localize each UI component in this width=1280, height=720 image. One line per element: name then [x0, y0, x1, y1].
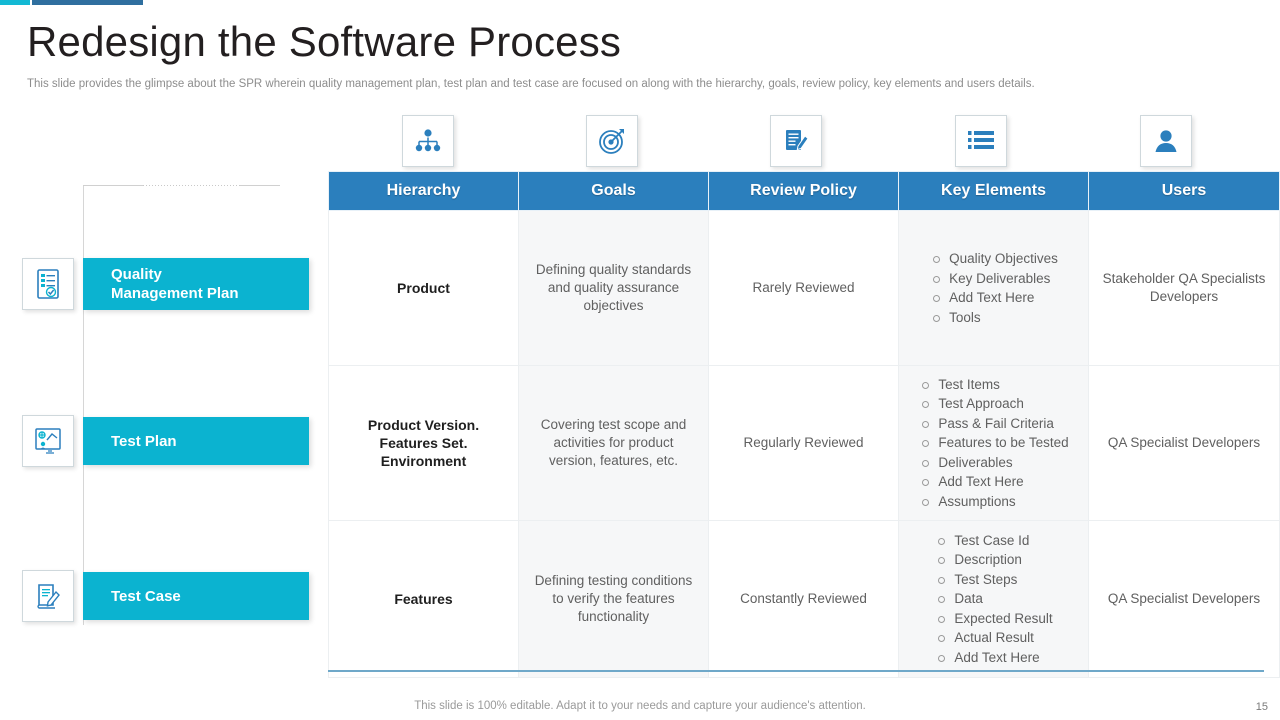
rail-label-test-case[interactable]: Test Case	[83, 572, 309, 620]
column-header-review-policy[interactable]: Review Policy	[708, 171, 899, 211]
key-element-item: Assumptions	[918, 492, 1068, 512]
key-element-item: Pass & Fail Criteria	[918, 414, 1068, 434]
key-element-item: Test Items	[918, 375, 1068, 395]
cell-users: QA Specialist Developers	[1088, 520, 1280, 678]
key-element-item: Key Deliverables	[929, 269, 1058, 289]
rail-label-line1: Quality	[111, 266, 162, 283]
table-row: Product Version. Features Set. Environme…	[328, 365, 1280, 521]
cell-users: Stakeholder QA Specialists Developers	[1088, 210, 1280, 366]
key-element-item: Data	[934, 589, 1052, 609]
document-pen-icon	[22, 570, 74, 622]
page-subtitle: This slide provides the glimpse about th…	[27, 78, 1035, 90]
key-element-item: Test Approach	[918, 394, 1068, 414]
table-header-row: Hierarchy Goals Review Policy Key Elemen…	[328, 171, 1280, 211]
key-element-item: Add Text Here	[934, 648, 1052, 668]
user-icon	[1140, 115, 1192, 167]
page-number: 15	[1255, 701, 1268, 713]
key-element-item: Description	[934, 550, 1052, 570]
cell-review-policy: Regularly Reviewed	[708, 365, 899, 521]
rail-label-line1: Test Case	[111, 587, 181, 605]
cell-goals: Defining quality standards and quality a…	[518, 210, 709, 366]
page-title: Redesign the Software Process	[27, 18, 622, 65]
column-header-users[interactable]: Users	[1088, 171, 1280, 211]
cell-review-policy: Rarely Reviewed	[708, 210, 899, 366]
target-arrow-icon	[586, 115, 638, 167]
footer-note: This slide is 100% editable. Adapt it to…	[414, 700, 866, 712]
list-icon	[955, 115, 1007, 167]
rail-label-quality-management-plan[interactable]: Quality Management Plan	[83, 258, 309, 310]
rail-label-test-plan[interactable]: Test Plan	[83, 417, 309, 465]
left-rail: Quality Management Plan Test Plan Test C…	[0, 170, 330, 670]
presentation-board-icon	[22, 415, 74, 467]
rail-bracket-top-left	[83, 185, 143, 186]
key-element-item: Test Steps	[934, 570, 1052, 590]
key-element-item: Tools	[929, 308, 1058, 328]
key-element-item: Expected Result	[934, 609, 1053, 629]
table-bottom-rule	[328, 670, 1264, 672]
key-element-item: Add Text Here	[918, 472, 1068, 492]
rail-label-line2: Management Plan	[111, 285, 239, 302]
rail-label-line1: Test Plan	[111, 432, 177, 450]
column-header-goals[interactable]: Goals	[518, 171, 709, 211]
key-element-item: Actual Result	[934, 628, 1052, 648]
rail-bracket-top-right	[240, 185, 280, 186]
rail-bracket-vertical	[83, 185, 84, 625]
cell-hierarchy: Product	[328, 210, 519, 366]
accent-bar-cyan	[0, 0, 30, 5]
checklist-document-icon	[22, 258, 74, 310]
column-header-key-elements[interactable]: Key Elements	[898, 171, 1089, 211]
key-element-item: Features to be Tested	[918, 433, 1069, 453]
key-element-item: Add Text Here	[929, 288, 1058, 308]
cell-goals: Defining testing conditions to verify th…	[518, 520, 709, 678]
key-element-item: Deliverables	[918, 453, 1068, 473]
cell-hierarchy: Product Version. Features Set. Environme…	[328, 365, 519, 521]
document-pen-icon	[770, 115, 822, 167]
key-element-item: Test Case Id	[934, 531, 1052, 551]
key-element-item: Quality Objectives	[929, 249, 1058, 269]
table-row: Features Defining testing conditions to …	[328, 520, 1280, 678]
cell-users: QA Specialist Developers	[1088, 365, 1280, 521]
top-accent-bars	[0, 0, 1280, 5]
hierarchy-icon	[402, 115, 454, 167]
accent-bar-blue	[32, 0, 143, 5]
cell-goals: Covering test scope and activities for p…	[518, 365, 709, 521]
column-header-hierarchy[interactable]: Hierarchy	[328, 171, 519, 211]
process-table: Hierarchy Goals Review Policy Key Elemen…	[328, 171, 1280, 678]
cell-review-policy: Constantly Reviewed	[708, 520, 899, 678]
table-row: Product Defining quality standards and q…	[328, 210, 1280, 366]
rail-bracket-top-dotted	[143, 185, 240, 186]
cell-hierarchy: Features	[328, 520, 519, 678]
